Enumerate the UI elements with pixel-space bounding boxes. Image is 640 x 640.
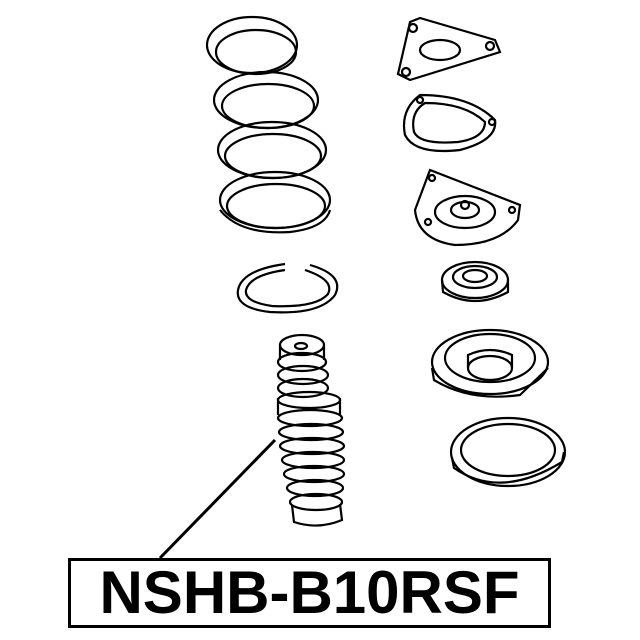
- part-number-label: NSHB-B10RSF: [68, 558, 551, 628]
- spring-seat: [430, 328, 550, 398]
- upper-mount-plate: [396, 16, 502, 82]
- bump-stop: [276, 333, 330, 399]
- leader-line: [158, 438, 277, 560]
- bearing: [440, 260, 510, 302]
- snap-ring: [236, 262, 339, 314]
- dust-boot: [276, 390, 346, 527]
- strut-mount: [413, 168, 522, 247]
- gasket: [402, 93, 497, 153]
- coil-spring: [205, 15, 332, 234]
- insulator-ring: [449, 416, 567, 488]
